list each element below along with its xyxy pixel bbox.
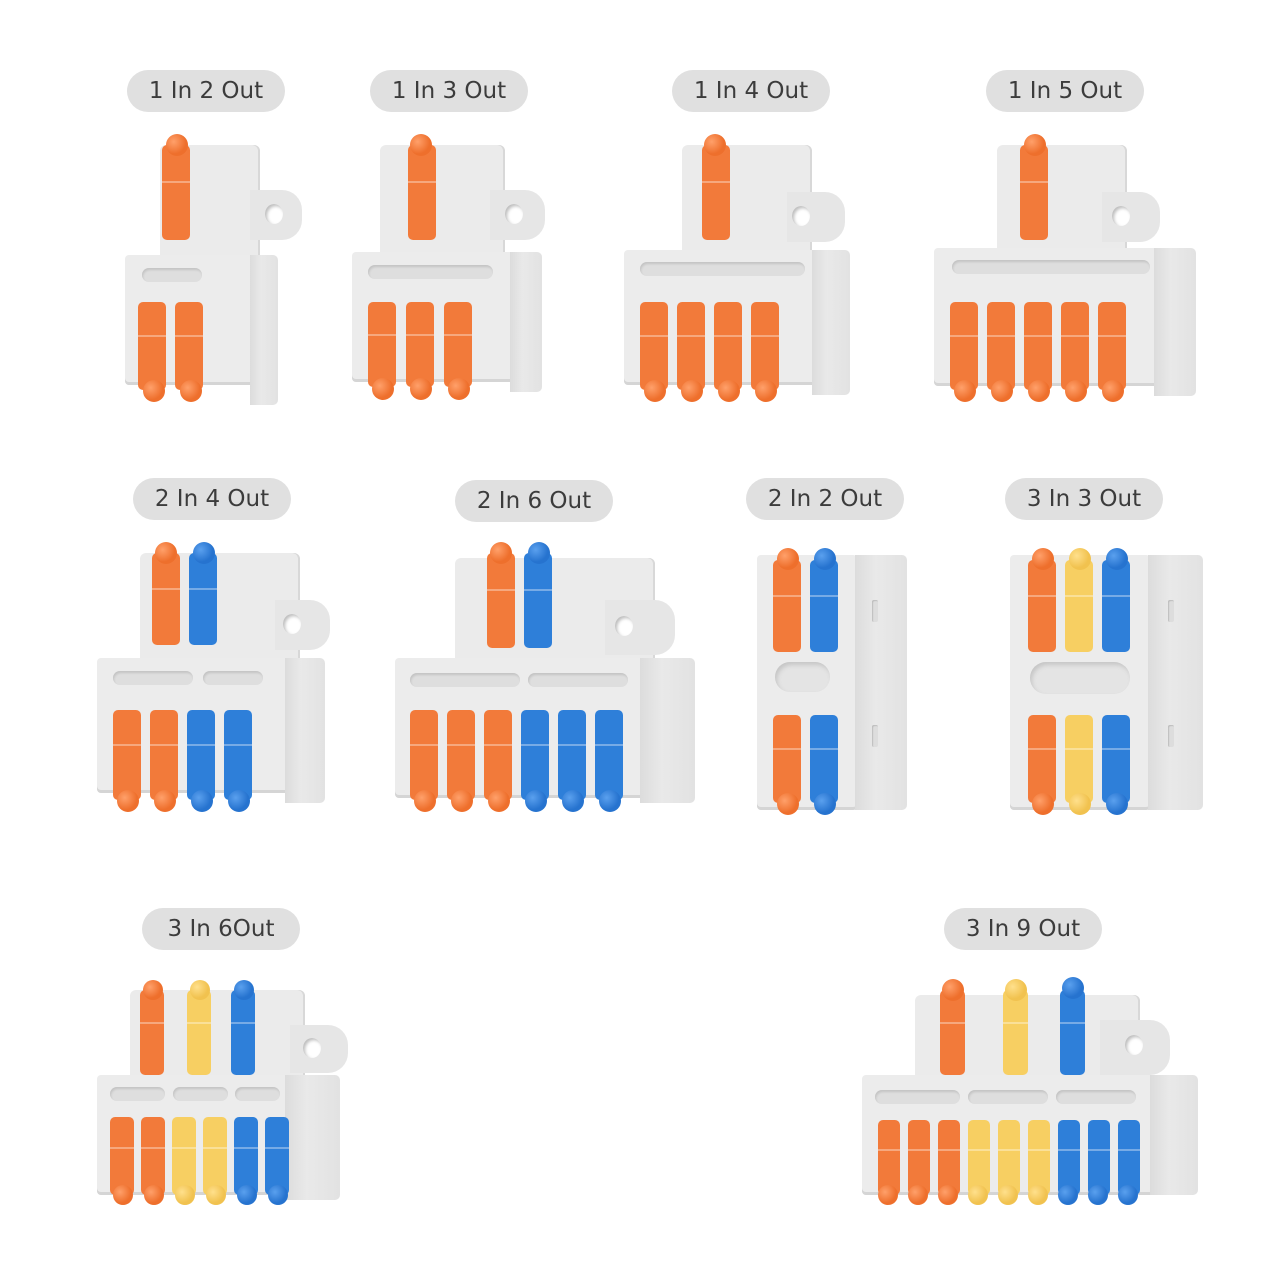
mounting-hole (265, 204, 283, 224)
product-label: 1 In 4 Out (672, 70, 830, 112)
product-label: 2 In 6 Out (455, 480, 613, 522)
product-label: 3 In 9 Out (944, 908, 1102, 950)
test-slot (142, 268, 202, 282)
side-notch (872, 600, 878, 622)
lever-orange[interactable] (138, 302, 166, 390)
product-label: 1 In 3 Out (370, 70, 528, 112)
product-label: 2 In 4 Out (133, 478, 291, 520)
product-label: 3 In 6Out (142, 908, 300, 950)
lever-blue[interactable] (189, 553, 217, 645)
product-label: 1 In 5 Out (986, 70, 1144, 112)
lever-orange[interactable] (175, 302, 203, 390)
lever-knob (166, 134, 188, 156)
lever-yellow[interactable] (1065, 560, 1093, 652)
product-label: 3 In 3 Out (1005, 478, 1163, 520)
test-slot (775, 662, 830, 692)
product-label: 1 In 2 Out (127, 70, 285, 112)
lever-orange[interactable] (162, 145, 190, 240)
product-label: 2 In 2 Out (746, 478, 904, 520)
